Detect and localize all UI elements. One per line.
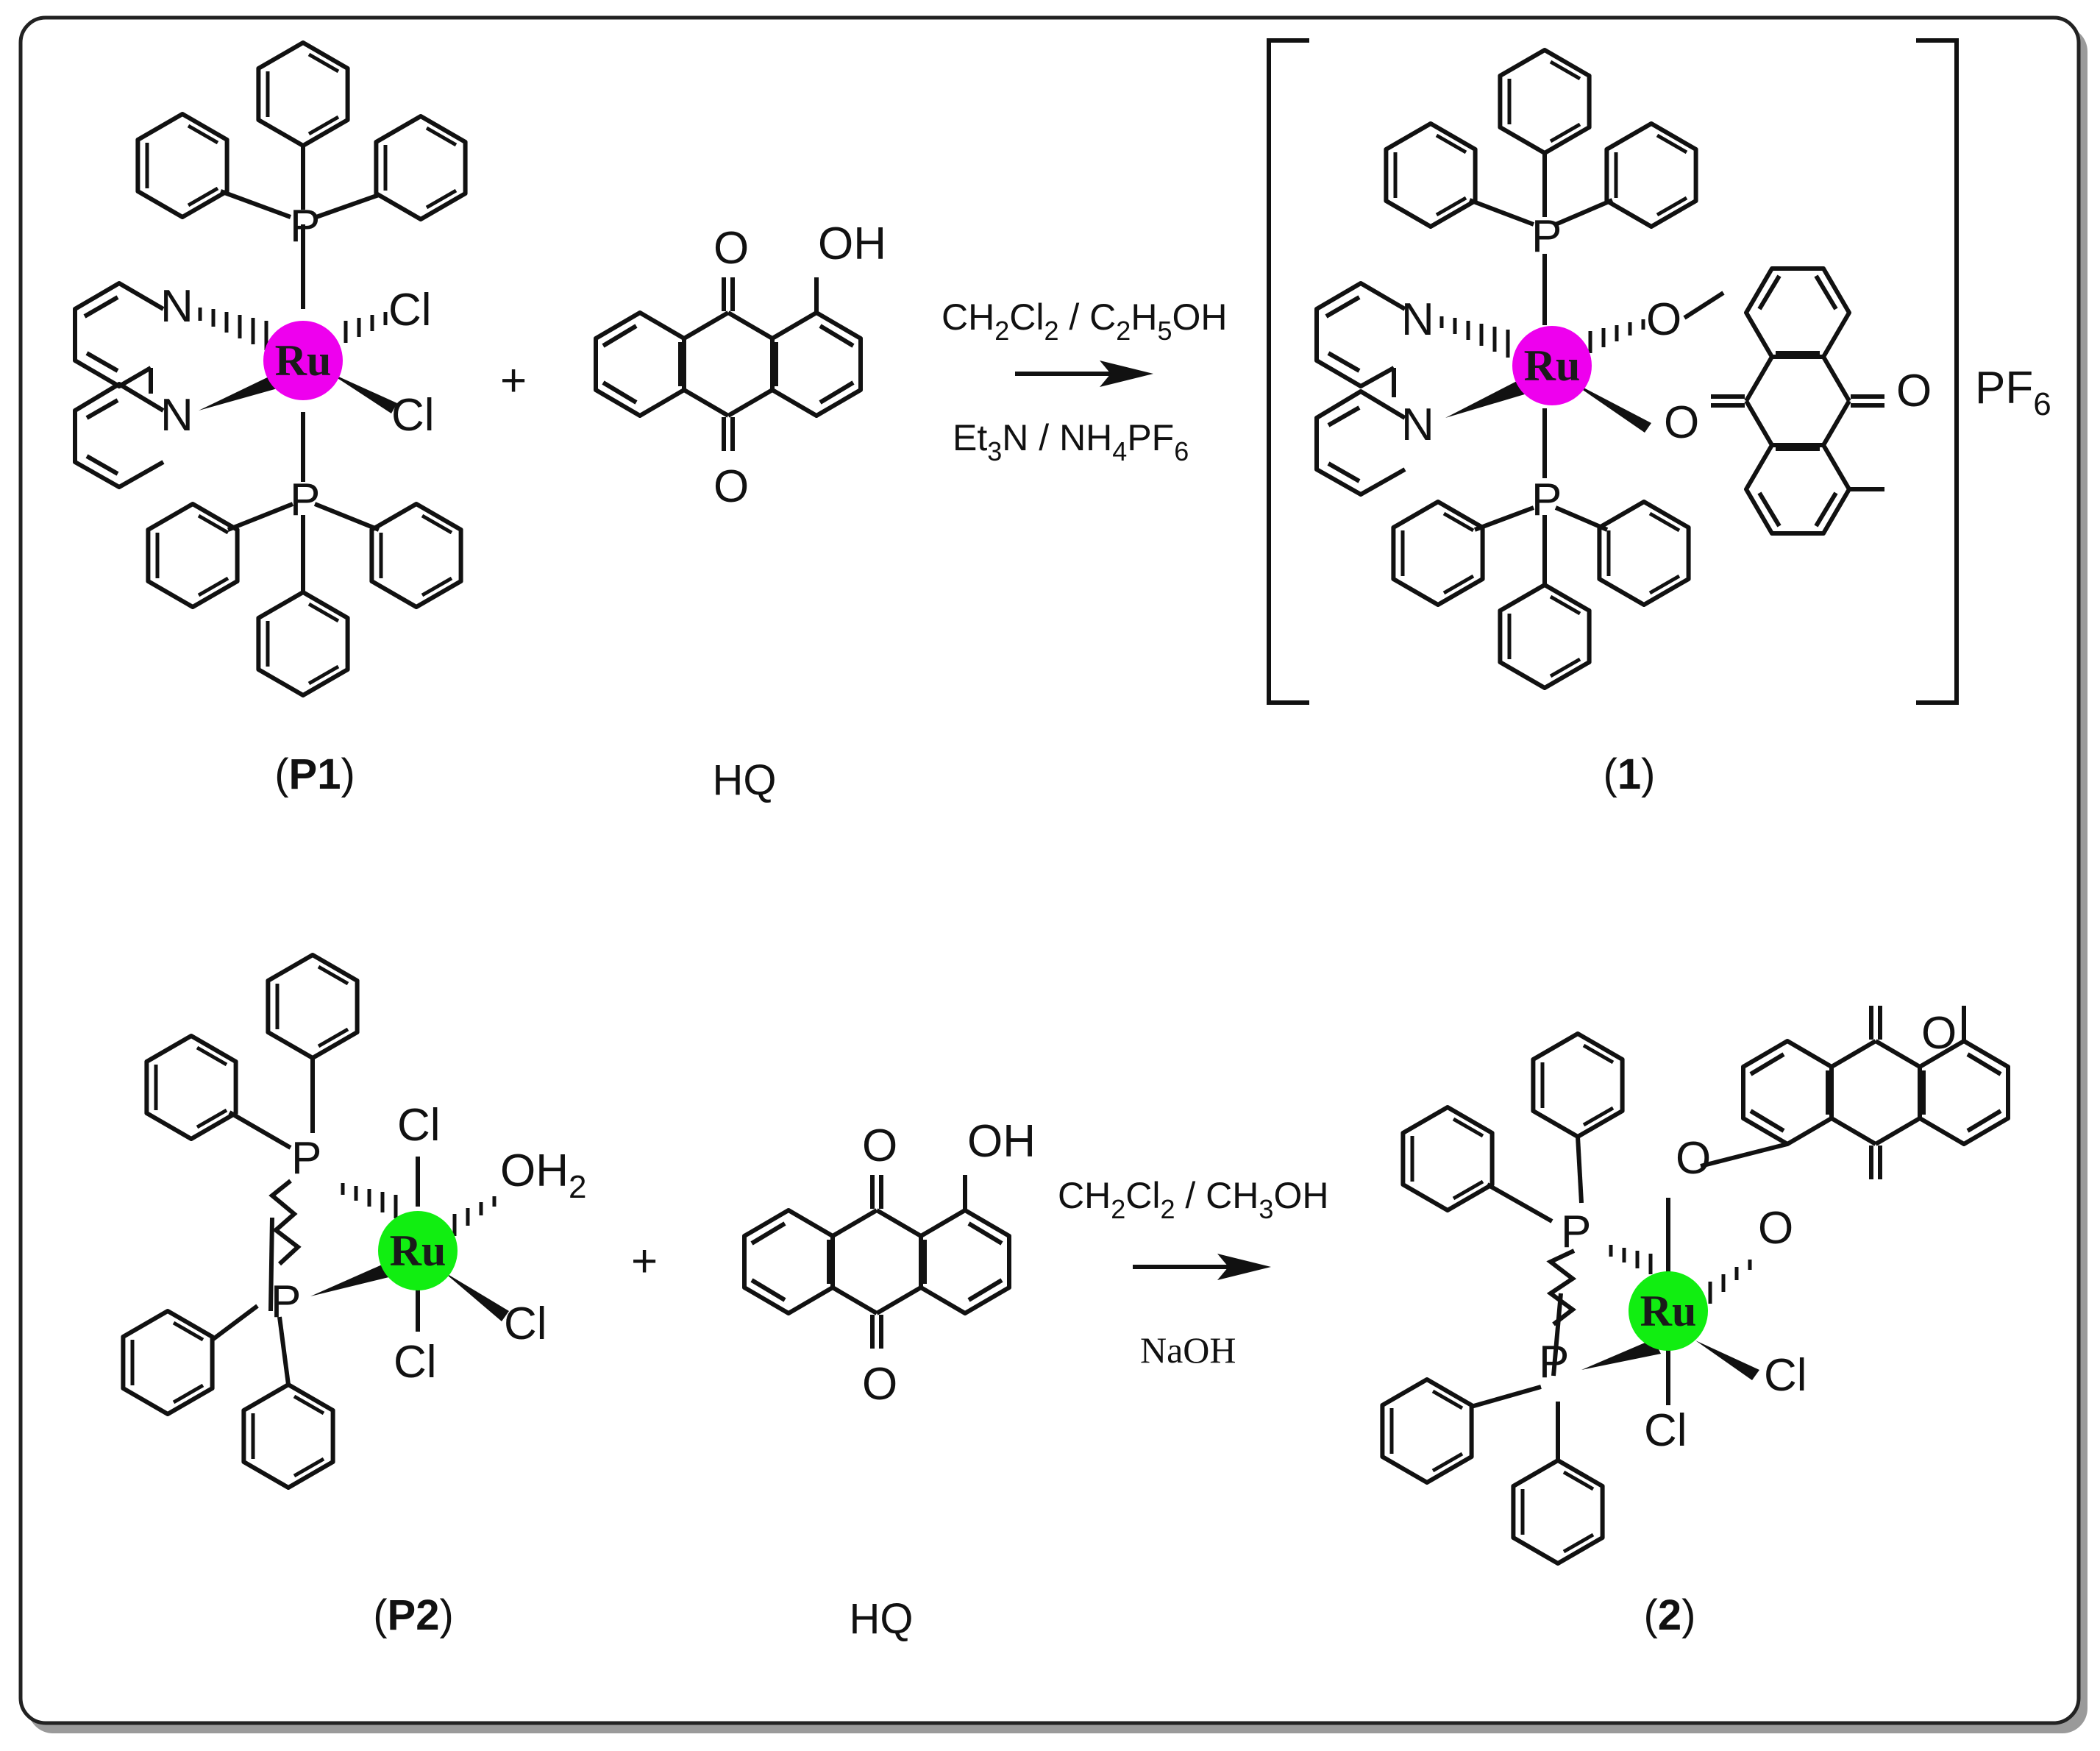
label-hq: HQ xyxy=(713,756,777,804)
carbonyl-oxygen: O xyxy=(713,223,749,274)
label-product-1: (1) xyxy=(1604,750,1656,798)
chloride-ligand: Cl xyxy=(394,1337,437,1388)
carbonyl-oxygen: O xyxy=(862,1120,897,1171)
frame xyxy=(18,15,2081,1725)
hydroxyanthraquinone-1: O O OH xyxy=(596,219,886,512)
complex-2: Ru P P Cl Cl O O O xyxy=(1382,1006,2008,1563)
phosphorus-atom: P xyxy=(1531,475,1562,525)
hydroxyanthraquinone-2: O O OH xyxy=(744,1116,1036,1410)
phenolate-oxygen: O xyxy=(1646,294,1681,345)
complex-p1: N N Ru P P Cl Cl xyxy=(73,43,466,695)
complex-p2: Ru P P Cl OH2 Cl Cl xyxy=(123,955,586,1488)
conditions-reagents: Et3N / NH4PF6 xyxy=(953,417,1189,466)
chloride-ligand: Cl xyxy=(1644,1405,1687,1456)
chloride-ligand: Cl xyxy=(504,1299,547,1349)
ruthenium-center xyxy=(1629,1271,1708,1351)
label-hq: HQ xyxy=(850,1595,914,1643)
phenolate-oxygen: O xyxy=(1676,1133,1711,1184)
bipyridine-nitrogen: N xyxy=(160,390,193,441)
phosphorus-atom: P xyxy=(1539,1337,1569,1388)
complex-1: PF6 N N xyxy=(1267,38,2051,705)
bracket-right xyxy=(1916,38,1959,705)
chloride-ligand: Cl xyxy=(391,390,435,441)
plus-sign: + xyxy=(500,355,527,406)
label-product-2: (2) xyxy=(1644,1591,1696,1639)
phosphorus-atom: P xyxy=(1531,211,1562,262)
chloride-ligand: Cl xyxy=(388,285,432,335)
chloride-ligand: Cl xyxy=(1764,1350,1807,1401)
carbonyl-oxygen: O xyxy=(1921,1008,1957,1059)
phosphorus-atom: P xyxy=(1561,1207,1591,1257)
carbonyl-oxygen: O xyxy=(713,461,749,512)
hydroxyl-group: OH xyxy=(818,219,886,269)
phosphorus-atom: P xyxy=(290,475,320,525)
phosphorus-atom: P xyxy=(271,1276,301,1327)
ru-label: Ru xyxy=(275,336,332,385)
chloride-ligand: Cl xyxy=(397,1100,441,1151)
plus-sign: + xyxy=(631,1236,658,1287)
ruthenium-center xyxy=(1512,326,1592,405)
conditions-solvent: CH2Cl2 / C2H5OH xyxy=(942,296,1227,346)
conditions-solvent: CH2Cl2 / CH3OH xyxy=(1058,1175,1328,1224)
reaction-arrow-2: CH2Cl2 / CH3OH NaOH xyxy=(1058,1175,1328,1371)
aqua-ligand: OH2 xyxy=(500,1146,586,1205)
ruthenium-center xyxy=(263,321,343,400)
hydroxyl-group: OH xyxy=(967,1116,1036,1167)
carbonyl-oxygen: O xyxy=(1758,1203,1793,1254)
svg-text:+: + xyxy=(631,1236,658,1287)
bipyridine-nitrogen: N xyxy=(1401,294,1434,345)
phosphorus-atom: P xyxy=(291,1133,321,1184)
ru-label: Ru xyxy=(1524,341,1581,390)
bipyridine-nitrogen: N xyxy=(1401,399,1434,450)
svg-text:+: + xyxy=(500,355,527,406)
reaction-arrow-1: CH2Cl2 / C2H5OH Et3N / NH4PF6 xyxy=(942,296,1227,466)
carbonyl-oxygen: O xyxy=(1664,397,1699,448)
bipyridine-nitrogen: N xyxy=(160,281,193,332)
ru-label: Ru xyxy=(1640,1287,1697,1335)
conditions-base: NaOH xyxy=(1140,1329,1236,1371)
label-p2: (P2) xyxy=(373,1591,454,1639)
carbonyl-oxygen: O xyxy=(1896,366,1932,416)
bracket-left xyxy=(1267,38,1309,705)
carbonyl-oxygen: O xyxy=(862,1359,897,1410)
ru-label: Ru xyxy=(390,1226,446,1275)
label-p1: (P1) xyxy=(274,750,355,798)
ruthenium-center xyxy=(378,1211,458,1290)
counterion: PF6 xyxy=(1975,363,2051,422)
phosphorus-atom: P xyxy=(290,201,320,252)
